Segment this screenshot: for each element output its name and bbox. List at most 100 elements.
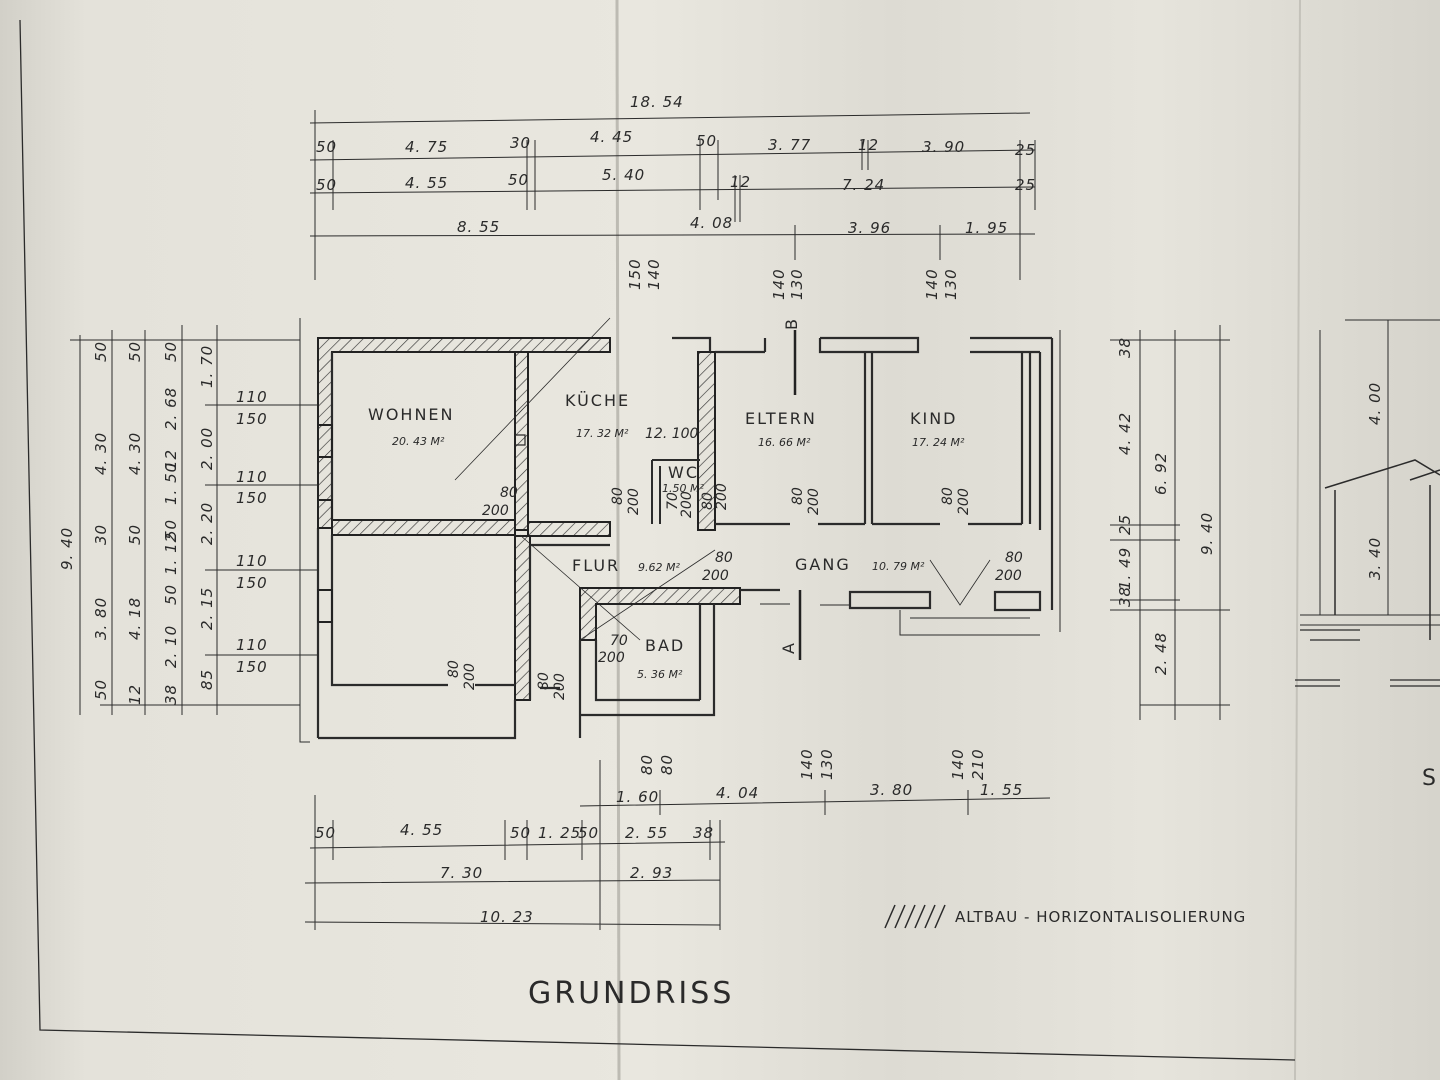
dim-bottom-opening: 140 — [949, 748, 967, 780]
room-area-eltern: 16. 66 M² — [758, 436, 811, 449]
legend-text: ALTBAU - HORIZONTALISOLIERUNG — [955, 908, 1246, 926]
dim-top: 3. 77 — [768, 136, 811, 154]
dim-top-opening: 140 — [770, 268, 788, 300]
dim-left: 4. 30 — [126, 432, 144, 475]
dim-top: 50 — [696, 132, 717, 150]
dim-left: 4. 30 — [92, 432, 110, 475]
dim-window: 150 — [236, 489, 268, 507]
dim-bottom: 1. 25 — [538, 824, 581, 842]
dim-left: 50 — [92, 341, 110, 362]
room-name-gang: GANG — [795, 555, 851, 574]
dim-left: 4. 18 — [126, 597, 144, 640]
dim-right: 25 — [1116, 514, 1134, 535]
door-label: 200 — [462, 663, 478, 690]
section-caption: S — [1422, 766, 1436, 791]
door-label: 80 — [700, 492, 716, 510]
dim-top: 3. 90 — [922, 138, 965, 156]
dim-window: 150 — [236, 658, 268, 676]
dim-top: 4. 55 — [405, 174, 448, 192]
dim-right: 6. 92 — [1152, 452, 1170, 495]
room-name-kueche: KÜCHE — [565, 391, 630, 410]
dim-bottom: 50 — [578, 824, 599, 842]
room-name-wohnen: WOHNEN — [368, 405, 455, 424]
dim-window: 150 — [236, 574, 268, 592]
dim-top: 50 — [508, 171, 529, 189]
dim-top: 50 — [316, 176, 337, 194]
dim-overall-top: 18. 54 — [630, 93, 684, 111]
door-label: 80 — [1005, 550, 1023, 566]
room-area-wohnen: 20. 43 M² — [392, 435, 445, 448]
dim-bottom: 4. 55 — [400, 821, 443, 839]
dim-bottom: 50 — [510, 824, 531, 842]
dim-left: 3. 80 — [92, 597, 110, 640]
door-label: 80 — [715, 550, 733, 566]
section-view: 4. 00 3. 40 S — [1295, 319, 1440, 791]
dim-left: 12 — [162, 449, 180, 470]
dim-window: 110 — [236, 468, 268, 486]
section-label-b: B — [782, 317, 801, 330]
dim-left: 85 — [198, 669, 216, 690]
dim-left: 2. 00 — [198, 427, 216, 470]
door-label: 80 — [536, 672, 552, 690]
dim-bottom: 2. 93 — [630, 864, 673, 882]
dim-left: 2. 10 — [162, 625, 180, 668]
dim-top-opening: 150 — [626, 258, 644, 290]
room-name-kind: KIND — [910, 409, 958, 428]
door-label: 200 — [806, 488, 822, 515]
dim-left: 50 — [162, 584, 180, 605]
door-label: 200 — [598, 650, 625, 666]
section-dim: 4. 00 — [1366, 382, 1384, 425]
dim-left: 50 — [126, 341, 144, 362]
door-label: 200 — [552, 673, 568, 700]
dim-top: 1. 95 — [965, 219, 1008, 237]
dim-bottom: 3. 80 — [870, 781, 913, 799]
bottom-dimensions: 80 80 140 130 140 210 1. 60 4. 04 3. 80 … — [304, 748, 1051, 930]
door-labels: 80 200 80 200 70 200 80 200 80 200 80 20… — [446, 426, 1023, 700]
top-dimensions: 18. 54 50 4. 75 30 4. 45 50 3. 77 12 3. … — [309, 93, 1036, 300]
legend: ALTBAU - HORIZONTALISOLIERUNG — [884, 904, 1246, 929]
dim-right: 4. 42 — [1116, 412, 1134, 455]
door-label-12-100: 12. 100 — [645, 426, 699, 442]
dim-top: 5. 40 — [602, 166, 645, 184]
room-area-flur: 9.62 M² — [638, 561, 680, 574]
dim-top: 12 — [858, 136, 879, 154]
dim-top: 25 — [1015, 176, 1036, 194]
door-label: 200 — [482, 503, 509, 519]
room-name-bad: BAD — [645, 636, 685, 655]
dim-right: 1. 49 — [1116, 547, 1134, 590]
room-area-gang: 10. 79 M² — [872, 560, 925, 573]
dim-top-opening: 140 — [645, 258, 663, 290]
drawing-border — [19, 19, 1296, 1061]
dim-top: 4. 08 — [690, 214, 733, 232]
door-label: 80 — [500, 485, 518, 501]
dim-overall-left: 9. 40 — [58, 527, 76, 570]
dim-bottom: 4. 04 — [716, 784, 759, 802]
dim-left: 2. 20 — [198, 502, 216, 545]
drawing-title: GRUNDRISS — [528, 976, 734, 1011]
dim-top-opening: 130 — [942, 268, 960, 300]
dim-bottom-opening: 140 — [798, 748, 816, 780]
dim-left: 50 — [126, 524, 144, 545]
dim-bottom: 2. 55 — [625, 824, 668, 842]
door-label: 200 — [956, 488, 972, 515]
dim-bottom-opening: 130 — [818, 748, 836, 780]
room-area-kind: 17. 24 M² — [912, 436, 965, 449]
dim-right: 2. 48 — [1152, 632, 1170, 675]
dim-top-opening: 140 — [923, 268, 941, 300]
dim-left: 12 — [126, 684, 144, 705]
dim-top: 7. 24 — [842, 176, 885, 194]
right-dimensions: 9. 40 38 4. 42 1. 49 25 38 6. 92 2. 48 — [1110, 325, 1230, 720]
dim-bottom: 38 — [693, 824, 714, 842]
dim-bottom: 7. 30 — [440, 864, 483, 882]
door-label: 80 — [446, 660, 462, 678]
dim-bottom: 1. 60 — [616, 788, 659, 806]
room-name-eltern: ELTERN — [745, 409, 817, 428]
door-label: 70 — [610, 633, 628, 649]
door-label: 200 — [702, 568, 729, 584]
dim-top-opening: 130 — [788, 268, 806, 300]
dim-window: 110 — [236, 552, 268, 570]
door-label: 200 — [626, 488, 642, 515]
room-name-wc: WC — [668, 463, 699, 482]
section-dim: 3. 40 — [1366, 537, 1384, 580]
